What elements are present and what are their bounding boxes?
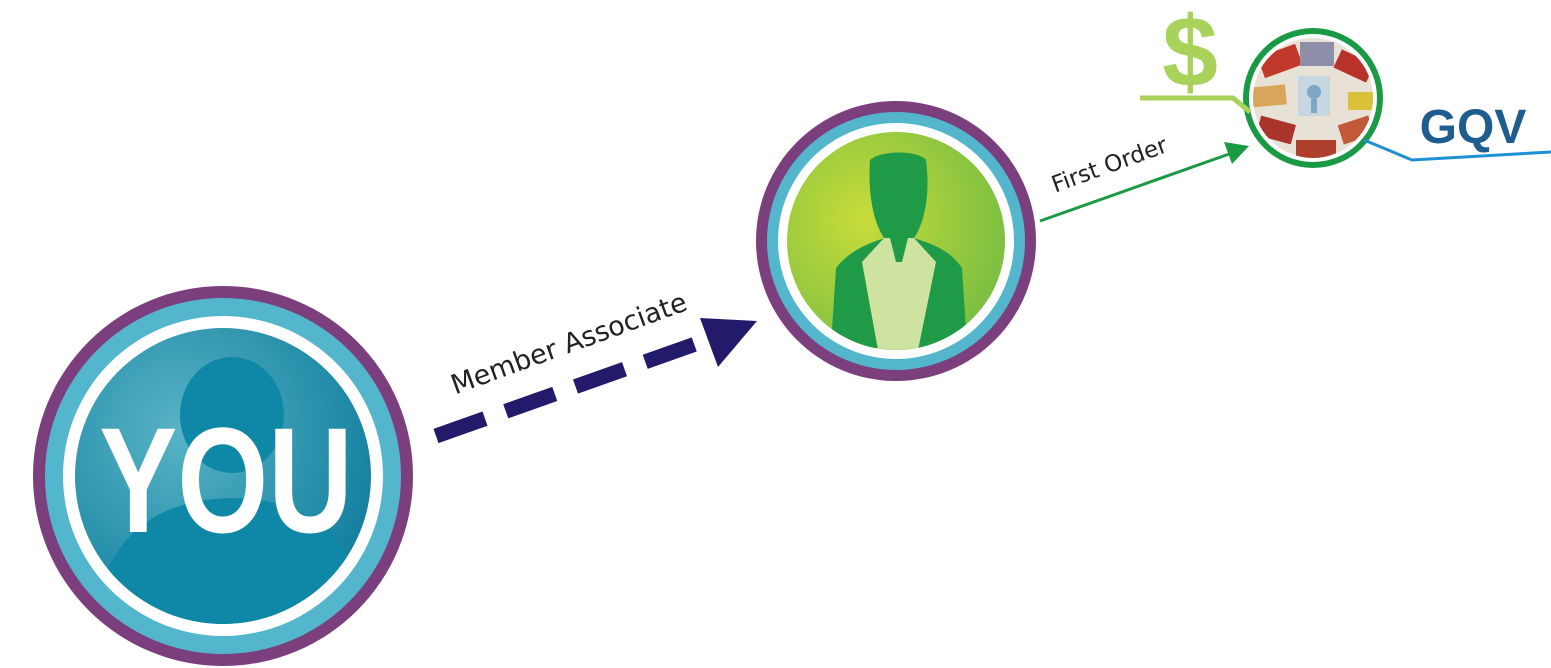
you-label: YOU	[99, 396, 353, 564]
products-node	[1243, 28, 1383, 168]
businessman-silhouette-icon	[830, 152, 968, 350]
member-associate-label: Member Associate	[447, 287, 691, 401]
gqv-annotation: GQV	[1363, 101, 1551, 162]
first-order-label: First Order	[1048, 132, 1171, 198]
gqv-label: GQV	[1420, 101, 1527, 154]
earnings-annotation: $	[1140, 0, 1252, 114]
member-associate-arrow	[433, 318, 757, 444]
product-boxes-icon	[1253, 42, 1373, 158]
member-node	[756, 101, 1036, 381]
first-order-arrow	[1039, 142, 1249, 223]
dollar-icon: $	[1162, 0, 1218, 108]
you-node: YOU	[33, 286, 413, 666]
